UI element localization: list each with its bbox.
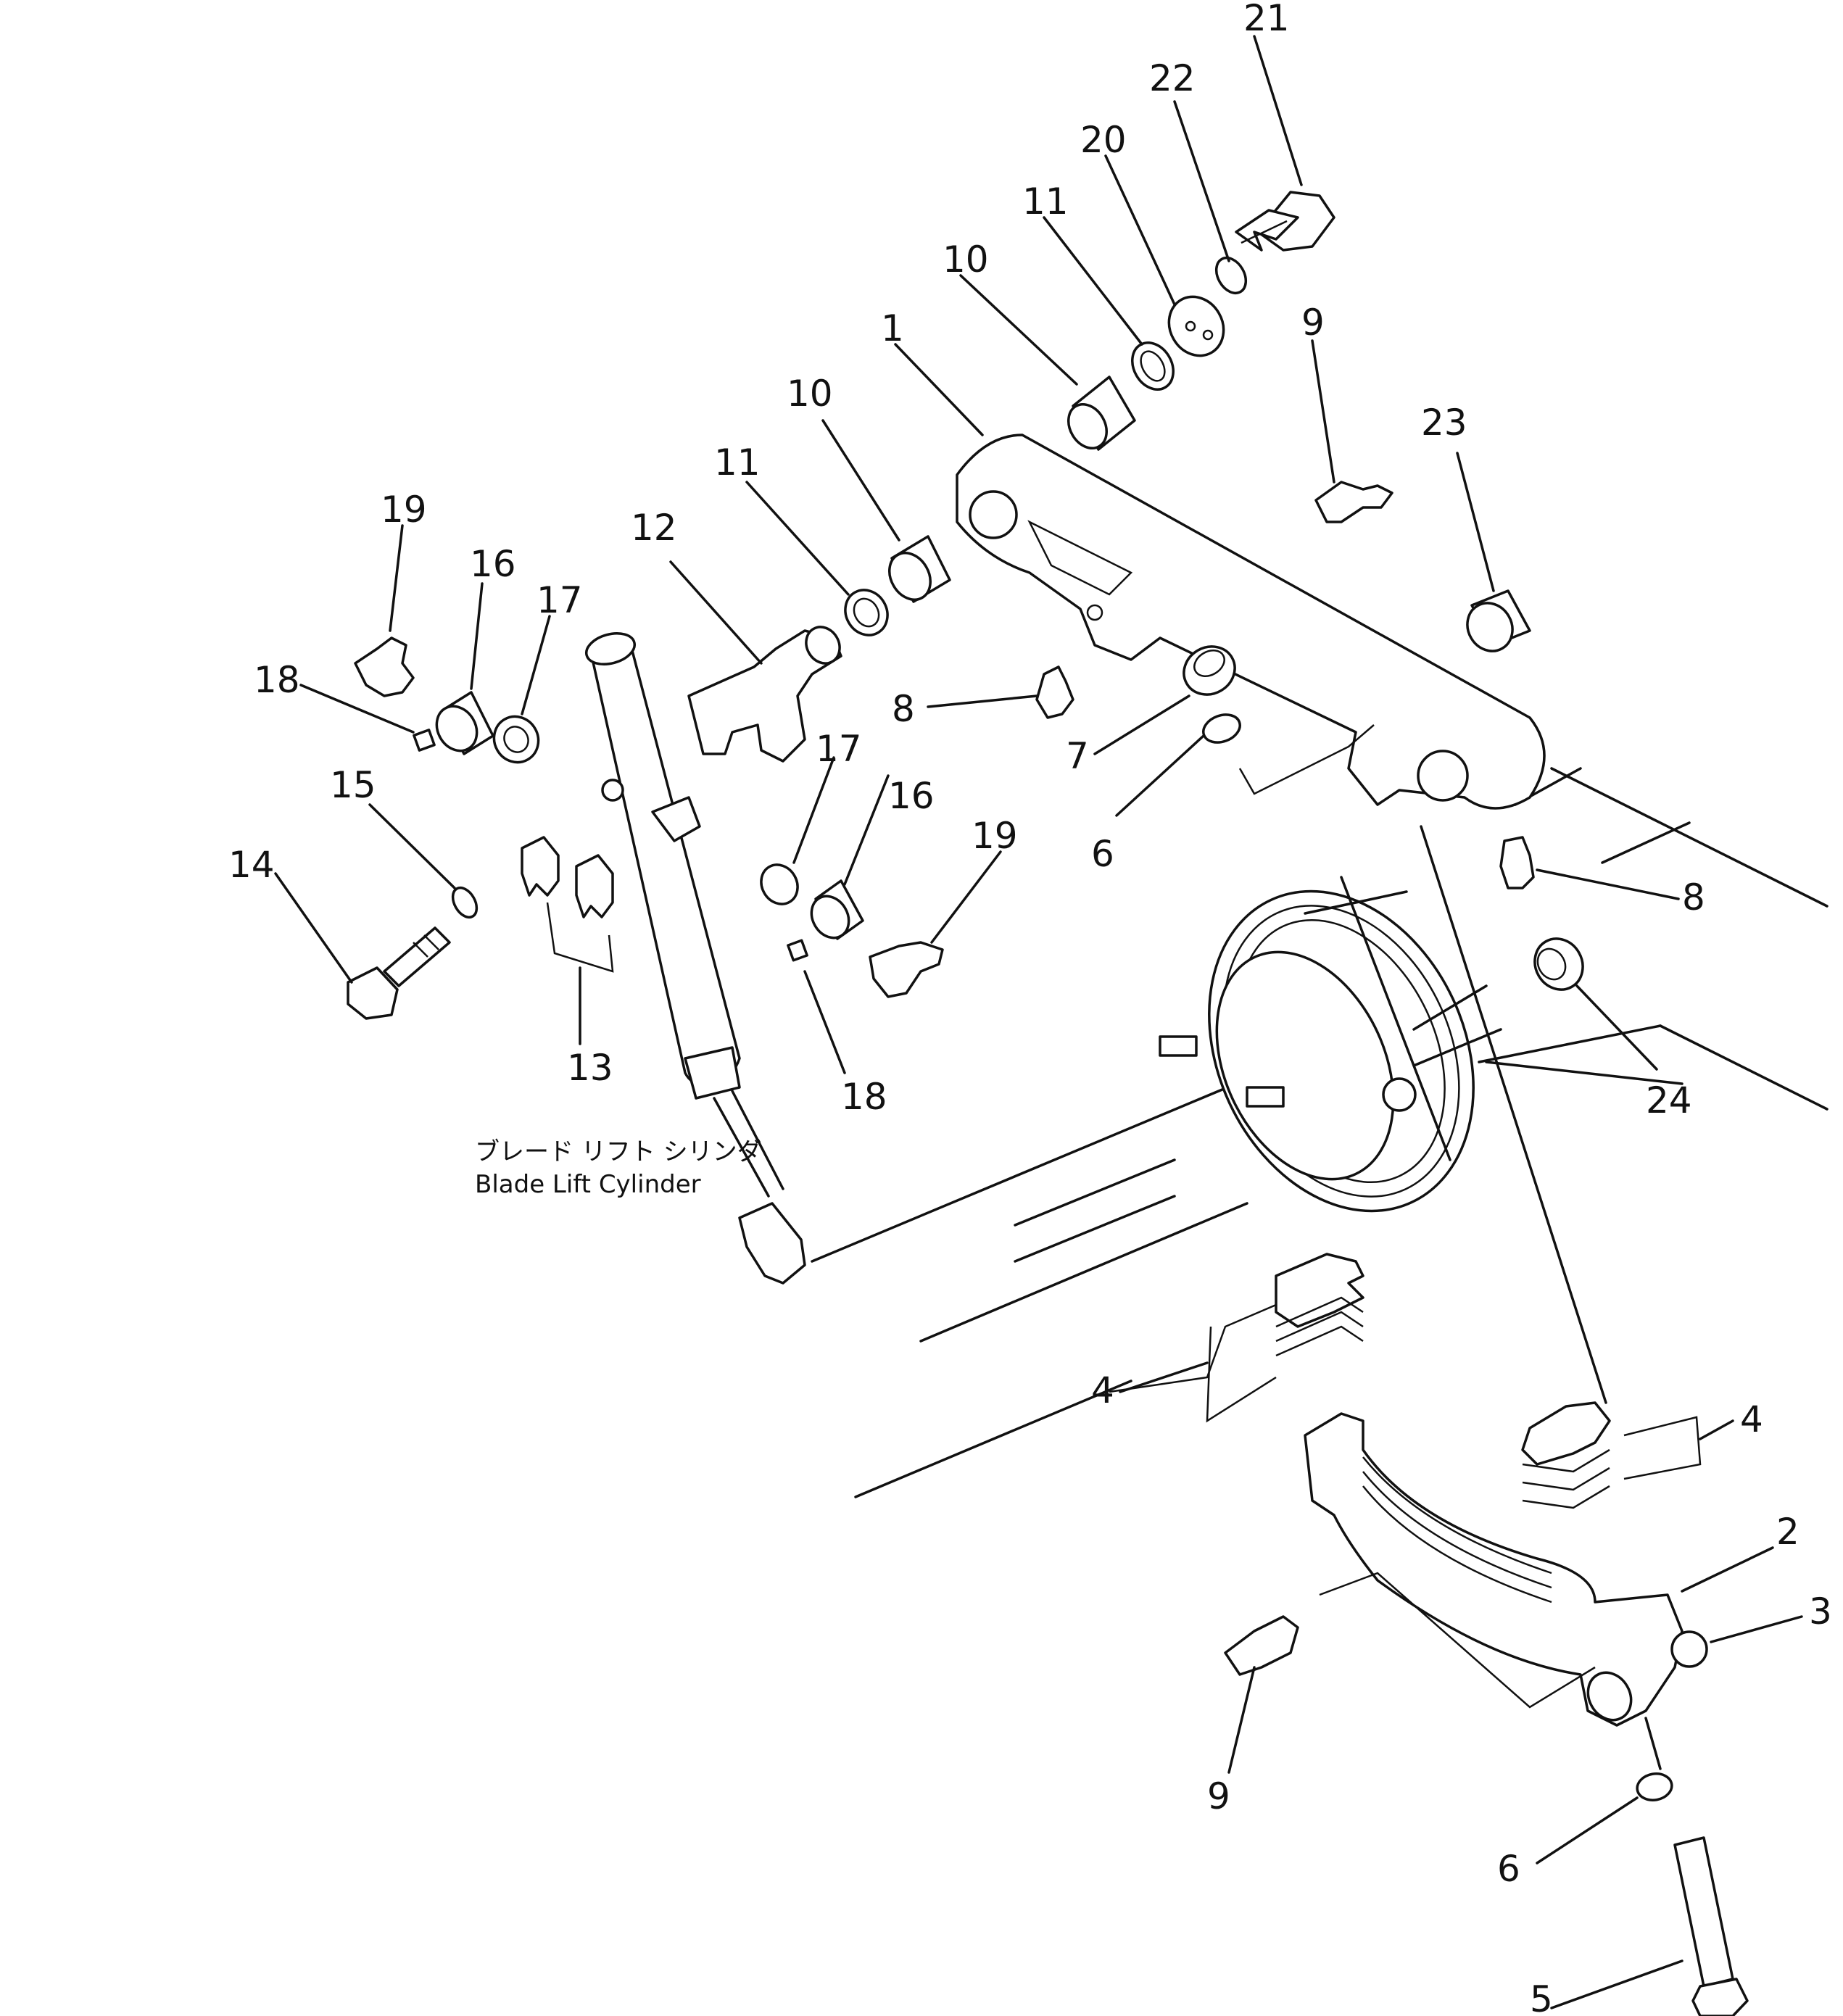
callout-9: 9 (1301, 302, 1325, 344)
callout-8: 8 (892, 688, 915, 730)
callout-13: 13 (567, 1047, 613, 1089)
callout-17: 17 (537, 579, 583, 621)
callout-9b: 9 (1207, 1775, 1230, 1817)
callout-4b: 4 (1740, 1398, 1763, 1440)
callout-10b: 10 (787, 373, 833, 415)
callout-6: 6 (1091, 833, 1114, 875)
axle-housing (811, 767, 1828, 1498)
lower-cap (1224, 1412, 1749, 2016)
callout-15: 15 (330, 764, 376, 806)
callout-5: 5 (1530, 1978, 1553, 2016)
callout-24: 24 (1646, 1079, 1692, 1121)
callout-3: 3 (1809, 1590, 1832, 1633)
callout-22: 22 (1149, 57, 1196, 99)
callout-20: 20 (1080, 119, 1127, 161)
callout-labels: 21 22 20 11 10 1 9 23 10 11 12 19 16 17 … (228, 0, 1832, 2016)
caption-en: Blade Lift Cylinder (475, 1170, 701, 1199)
cylinder-caption: ブレード リフト シリンダ Blade Lift Cylinder (475, 1137, 762, 1199)
callout-12: 12 (631, 507, 677, 549)
callout-11: 11 (1022, 181, 1069, 223)
blade-lift-cylinder (585, 632, 806, 1285)
callout-2: 2 (1776, 1511, 1799, 1553)
upper-right-parts (1035, 191, 1584, 991)
callout-23: 23 (1421, 402, 1467, 444)
callout-8b: 8 (1682, 876, 1705, 918)
callout-18: 18 (254, 659, 300, 701)
callout-6b: 6 (1497, 1848, 1520, 1890)
callout-18b: 18 (841, 1076, 887, 1118)
left-parts (347, 535, 951, 1020)
callout-4: 4 (1091, 1369, 1114, 1411)
callout-16: 16 (470, 543, 516, 585)
caption-jp: ブレード リフト シリンダ (475, 1137, 762, 1166)
callout-19: 19 (381, 489, 427, 531)
callout-1: 1 (881, 307, 904, 349)
callout-10: 10 (943, 238, 989, 281)
callout-21: 21 (1243, 0, 1290, 39)
callout-7: 7 (1066, 735, 1089, 777)
callout-16b: 16 (888, 775, 935, 817)
lift-arm (956, 434, 1546, 810)
callout-19b: 19 (972, 815, 1018, 857)
leader-lines (274, 35, 1803, 2009)
callout-11b: 11 (714, 441, 761, 484)
callout-17b: 17 (816, 728, 862, 770)
shims (1275, 1253, 1611, 1509)
callout-14: 14 (228, 844, 275, 886)
